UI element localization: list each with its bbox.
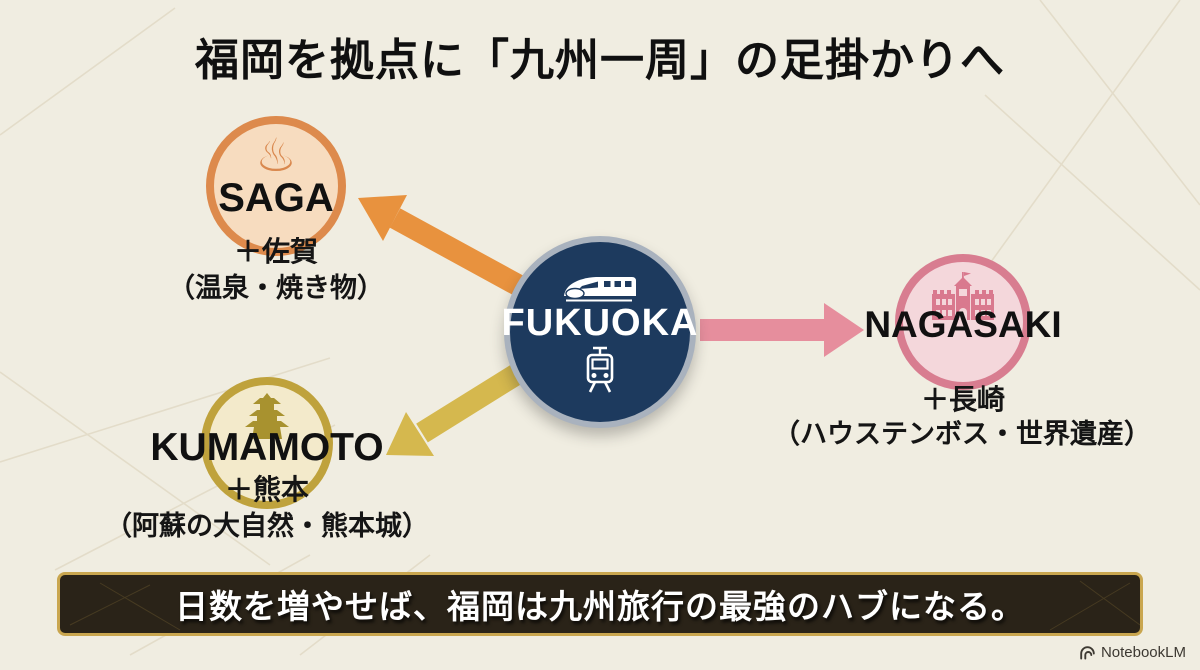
saga-label: SAGA xyxy=(218,176,334,220)
nagasaki-label: NAGASAKI xyxy=(864,304,1062,345)
train-front-icon xyxy=(586,346,614,393)
arrow-to-nagasaki xyxy=(700,303,864,357)
watermark-label: NotebookLM xyxy=(1100,644,1186,661)
notebooklm-logo-icon xyxy=(1080,646,1095,660)
palace-icon xyxy=(932,272,994,320)
saga-circle: ♨ SAGA xyxy=(206,116,346,256)
kumamoto-circle xyxy=(201,377,333,509)
nagasaki-detail-label: （ハウステンボス・世界遺産） xyxy=(773,419,1151,449)
saga-detail-label: （温泉・焼き物） xyxy=(168,273,384,303)
fukuoka-label: FUKUOKA xyxy=(501,302,699,345)
watermark: NotebookLM xyxy=(1079,644,1186,661)
banner-texture xyxy=(69,580,1140,631)
kumamoto-detail-label: （阿蘇の大自然・熊本城） xyxy=(105,511,429,541)
kumamoto-sub-label: ＋熊本 xyxy=(224,474,309,505)
fukuoka-hub-circle: FUKUOKA xyxy=(501,236,699,428)
nagasaki-circle xyxy=(895,254,1031,390)
conclusion-text: 日数を増やせば、福岡は九州旅行の最強のハブになる。 xyxy=(175,588,1025,625)
conclusion-banner: 日数を増やせば、福岡は九州旅行の最強のハブになる。 xyxy=(57,572,1143,636)
shinkansen-icon xyxy=(564,277,636,302)
page-title: 福岡を拠点に「九州一周」の足掛かりへ xyxy=(195,36,1005,85)
saga-sub-label: ＋佐賀 xyxy=(233,236,318,267)
arrow-to-kumamoto xyxy=(386,362,526,456)
kumamoto-label: KUMAMOTO xyxy=(150,426,384,469)
castle-icon xyxy=(245,393,289,439)
nagasaki-sub-label: ＋長崎 xyxy=(920,384,1005,415)
hot-spring-icon: ♨ xyxy=(255,128,297,182)
